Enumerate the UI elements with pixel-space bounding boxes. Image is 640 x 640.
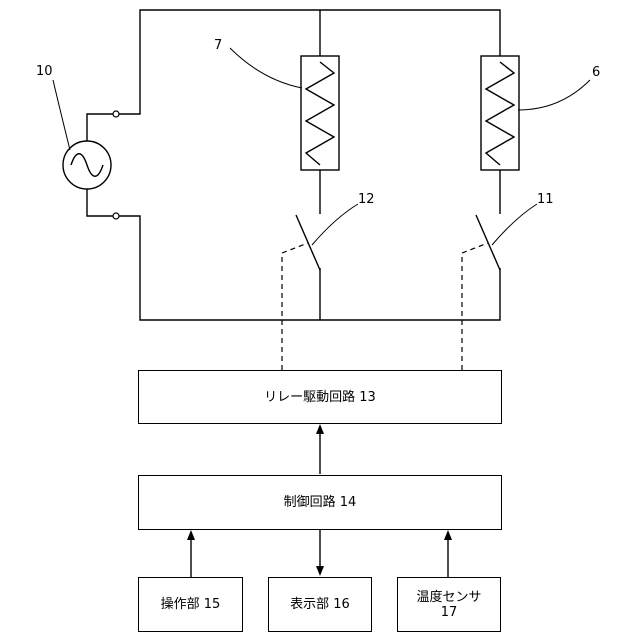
arrow-operation-to-control <box>187 530 195 540</box>
arrow-control-to-display <box>316 566 324 576</box>
temperature-sensor-number: 17 <box>441 605 458 620</box>
leader-heater-left <box>230 48 302 88</box>
relay-link-left <box>282 243 308 370</box>
leader-switch-left <box>312 204 358 245</box>
arrow-sensor-to-control <box>444 530 452 540</box>
relay-driver-label: リレー駆動回路 13 <box>264 390 376 405</box>
heater-left <box>301 56 339 170</box>
temperature-sensor-block: 温度センサ 17 <box>397 577 501 632</box>
leader-heater-right <box>518 80 590 110</box>
control-circuit-label: 制御回路 14 <box>284 495 357 510</box>
operation-unit-block: 操作部 15 <box>138 577 243 632</box>
display-unit-label: 表示部 16 <box>290 597 350 612</box>
label-switch-right: 11 <box>537 192 554 207</box>
display-unit-block: 表示部 16 <box>268 577 372 632</box>
label-source: 10 <box>36 64 53 79</box>
leader-source <box>53 80 70 150</box>
switch-left-blade <box>296 215 320 270</box>
ac-source <box>63 111 119 219</box>
temperature-sensor-label: 温度センサ <box>416 590 481 605</box>
relay-link-right <box>462 243 488 370</box>
switch-right-blade <box>476 215 500 270</box>
operation-unit-label: 操作部 15 <box>161 597 221 612</box>
label-switch-left: 12 <box>358 192 375 207</box>
source-terminal-top <box>113 111 119 117</box>
control-circuit-block: 制御回路 14 <box>138 475 502 530</box>
label-heater-left: 7 <box>214 38 222 53</box>
arrow-control-to-relay <box>316 424 324 434</box>
label-heater-right: 6 <box>592 65 600 80</box>
source-terminal-bottom <box>113 213 119 219</box>
leader-switch-right <box>492 204 537 245</box>
heater-right <box>481 56 519 170</box>
relay-driver-block: リレー駆動回路 13 <box>138 370 502 424</box>
